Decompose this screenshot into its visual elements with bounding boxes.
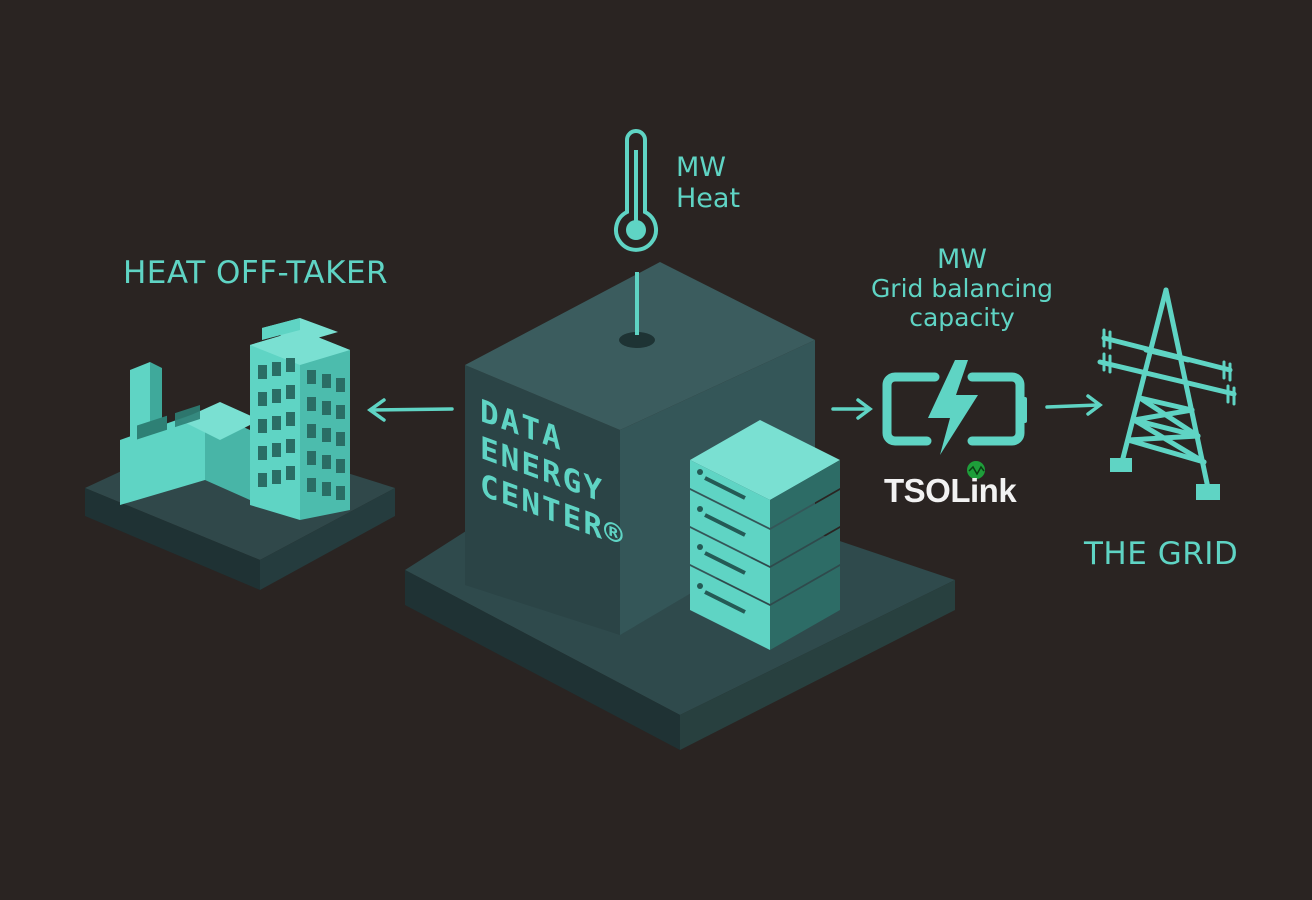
thermometer-icon — [614, 129, 658, 335]
mw-grid-balancing-label: MW Grid balancing capacity — [862, 244, 1062, 333]
mw-heat-line-1: MW — [676, 152, 726, 183]
mw-grid-line-1: MW — [937, 244, 987, 275]
tsolink-logo-part-2: ink — [970, 472, 1017, 509]
heat-offtaker-label: HEAT OFF-TAKER — [123, 255, 389, 291]
office-building-icon — [250, 318, 350, 520]
the-grid-label: THE GRID — [1084, 536, 1239, 572]
battery-lightning-icon — [882, 360, 1027, 479]
mw-heat-line-2: Heat — [676, 183, 741, 215]
factory-icon — [120, 362, 260, 505]
arrow-to-offtaker — [366, 398, 454, 422]
data-energy-center-illustration — [405, 262, 955, 750]
center-cube-front — [465, 365, 620, 635]
mw-heat-label: MW Heat — [676, 152, 740, 214]
arrow-to-battery — [831, 398, 873, 420]
tsolink-logo-part-1: TSOL — [884, 472, 971, 509]
server-rack-icon — [690, 420, 840, 650]
mw-grid-line-2: Grid balancing — [870, 274, 1054, 304]
transmission-tower-icon — [1097, 287, 1237, 500]
arrow-to-grid — [1045, 394, 1103, 416]
tsolink-logo: TSOLink — [884, 472, 1017, 510]
mw-grid-line-3: capacity — [909, 302, 1015, 332]
heat-offtaker-illustration — [85, 318, 395, 590]
